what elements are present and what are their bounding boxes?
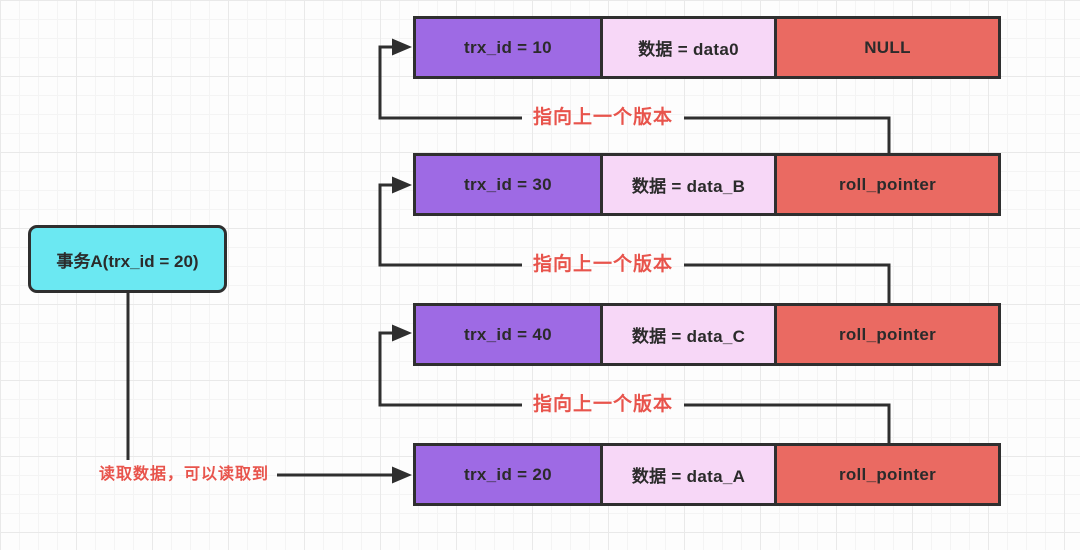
version-row-4: trx_id = 20 数据 = data_A roll_pointer — [413, 443, 1001, 506]
pointer-label: 指向上一个版本 — [532, 254, 673, 275]
data-cell: 数据 = data0 — [603, 16, 777, 79]
roll-pointer-cell: roll_pointer — [777, 443, 1001, 506]
version-row-2: trx_id = 30 数据 = data_B roll_pointer — [413, 153, 1001, 216]
trx-id-cell: trx_id = 40 — [413, 303, 603, 366]
arrowhead-row2 — [392, 176, 412, 194]
read-data-label: 读取数据，可以读取到 — [99, 466, 270, 483]
arrowhead-row3 — [392, 324, 412, 342]
arrowhead-row1 — [392, 38, 412, 56]
pointer-label: 指向上一个版本 — [532, 394, 673, 415]
version-row-3: trx_id = 40 数据 = data_C roll_pointer — [413, 303, 1001, 366]
roll-pointer-cell: roll_pointer — [777, 303, 1001, 366]
connector-path-row2-to-row1 — [378, 45, 891, 153]
transaction-a-box: 事务A(trx_id = 20) — [28, 225, 227, 293]
arrowhead-row4 — [392, 466, 412, 484]
data-cell: 数据 = data_A — [603, 443, 777, 506]
roll-pointer-cell: NULL — [777, 16, 1001, 79]
connector-path-row3-to-row2 — [378, 183, 891, 303]
trx-id-cell: trx_id = 10 — [413, 16, 603, 79]
data-cell: 数据 = data_B — [603, 153, 777, 216]
version-row-1: trx_id = 10 数据 = data0 NULL — [413, 16, 1001, 79]
connector-path-row4-to-row3 — [378, 331, 891, 443]
data-cell: 数据 = data_C — [603, 303, 777, 366]
roll-pointer-cell: roll_pointer — [777, 153, 1001, 216]
transaction-a-label: 事务A(trx_id = 20) — [56, 251, 199, 271]
trx-id-cell: trx_id = 30 — [413, 153, 603, 216]
trx-id-cell: trx_id = 20 — [413, 443, 603, 506]
pointer-label: 指向上一个版本 — [532, 107, 673, 128]
